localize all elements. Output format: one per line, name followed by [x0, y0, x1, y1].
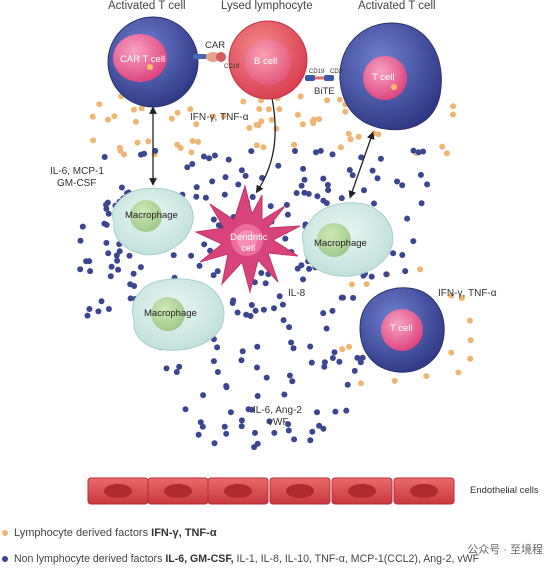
watermark: 公众号 · 至境程	[467, 544, 543, 556]
legend-lymph-prefix: Lymphocyte derived factors	[14, 527, 152, 539]
legend-non-prefix: Non lymphocyte derived factors	[14, 553, 166, 565]
factor-ifn-tnf-right: IFN-γ, TNF-α	[438, 288, 497, 299]
car-t-cell-label: CAR T cell	[120, 54, 166, 65]
arrow-tcell-macrophage	[348, 131, 375, 199]
header-lysed-lymphocyte: Lysed lymphocyte	[221, 0, 313, 12]
macrophage-1-label: Macrophage	[125, 210, 178, 221]
endothelial-nucleus	[410, 484, 438, 498]
macrophage-3-label: Macrophage	[314, 238, 367, 249]
factor-il6-ang2: IL-6, Ang-2	[253, 405, 302, 416]
lymphocyte-dot-icon	[2, 530, 8, 537]
legend-non-bold: IL-6, GM-CSF,	[165, 553, 234, 565]
cd19-left-label: CD19	[224, 64, 240, 70]
header-activated-t-cell-left: Activated T cell	[108, 0, 186, 12]
macrophage-2-label: Macrophage	[144, 308, 197, 319]
non-lymphocyte-dot-icon	[2, 556, 8, 563]
t-cell-top	[339, 22, 442, 131]
macrophage-1	[111, 187, 194, 256]
macrophage-2	[131, 278, 225, 351]
factor-gm-csf: GM-CSF	[57, 178, 97, 189]
t-cell-bottom	[359, 287, 445, 373]
factor-il8: IL-8	[288, 288, 306, 299]
dendritic-cell-label-line2: cell	[241, 243, 256, 254]
endothelial-nucleus	[286, 484, 314, 498]
b-cell-label: B cell	[254, 56, 278, 67]
dendritic-cell-label-line1: Dendritic	[230, 232, 268, 243]
endothelial-layer	[87, 477, 455, 505]
legend-non-lymphocyte-factors: Non lymphocyte derived factors IL-6, GM-…	[2, 553, 479, 565]
car-receptor	[193, 52, 226, 62]
car-t-cell	[107, 16, 199, 108]
factor-ifn-tnf-top: IFN-γ, TNF-α	[190, 112, 249, 123]
bite-molecule	[305, 75, 334, 81]
endothelial-nucleus	[164, 484, 192, 498]
factor-il6-mcp1: IL-6, MCP-1	[50, 166, 104, 177]
b-cell	[228, 20, 308, 100]
dendritic-cell	[194, 184, 301, 294]
macrophage-3	[301, 202, 394, 277]
factor-vwf: vWF	[268, 417, 289, 428]
legend-lymphocyte-factors: Lymphocyte derived factors IFN-γ, TNF-α	[2, 527, 217, 539]
cd19-right-label: CD19	[309, 69, 325, 75]
t-cell-top-label: T cell	[372, 72, 395, 83]
t-cell-bottom-label: T cell	[390, 323, 413, 334]
endothelial-nucleus	[348, 484, 376, 498]
endothelial-nucleus	[104, 484, 132, 498]
endothelial-nucleus	[224, 484, 252, 498]
bite-label: BiTE	[314, 86, 335, 97]
endothelial-cells-label: Endothelial cells	[470, 485, 539, 496]
legend-non-rest: IL-1, IL-8, IL-10, TNF-α, MCP-1(CCL2), A…	[233, 553, 480, 565]
arrow-bcell-dendritic	[255, 97, 276, 194]
car-label: CAR	[205, 40, 226, 51]
header-activated-t-cell-right: Activated T cell	[358, 0, 436, 12]
cd3-label: CD3	[330, 69, 343, 75]
legend-lymph-bold: IFN-γ, TNF-α	[151, 527, 217, 539]
